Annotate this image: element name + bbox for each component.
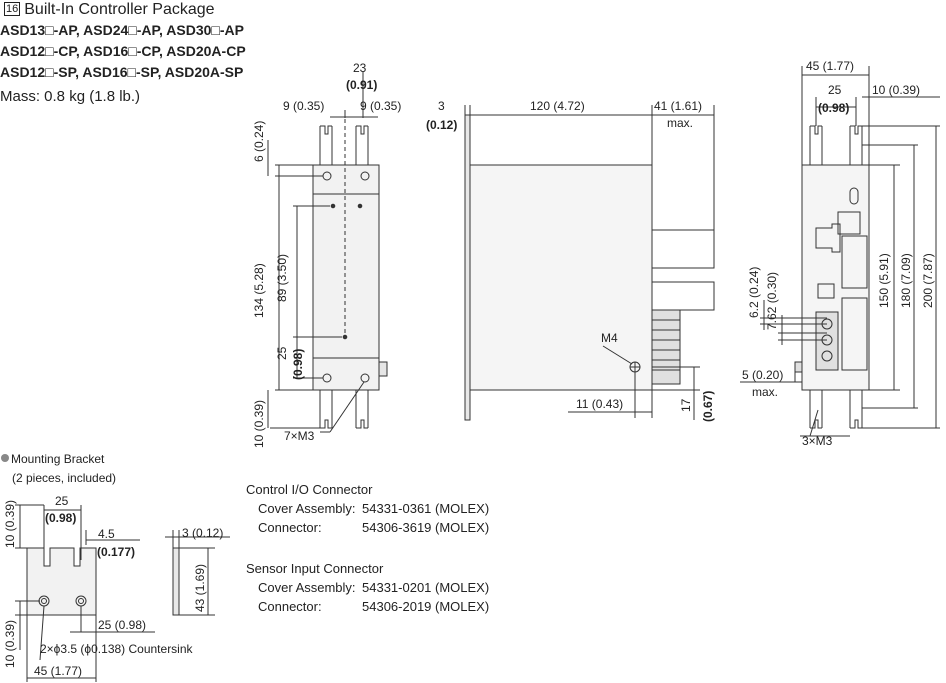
control-connector-title: Control I/O Connector [246,482,373,497]
side-view [464,105,715,421]
bracket-holes: 2×ϕ3.5 (ϕ0.138) Countersink [40,642,194,656]
side-dim-41: 41 (1.61) [654,99,702,113]
bracket-caption: Mounting Bracket [11,452,105,466]
sensor-connector-value: 54306-2019 (MOLEX) [362,599,490,614]
side-ground-m4: M4 [601,331,618,345]
bracket-dim-10-bot: 10 (0.39) [3,620,17,668]
side-dim-17-in: (0.67) [701,391,715,422]
front-view [267,72,388,433]
sensor-cover-label: Cover Assembly: [258,580,356,595]
right-dim-25-in: (0.98) [818,101,849,115]
bracket-dim-25-in: (0.98) [45,511,76,525]
bracket-dim-25: 25 [55,494,69,508]
right-dim-150: 150 (5.91) [877,253,891,308]
right-dim-45: 45 (1.77) [806,59,854,73]
front-dim-89: 89 (3.50) [275,254,289,302]
bracket-dim-45w: 45 (1.77) [34,664,82,678]
bracket-dim-4-5-in: (0.177) [97,545,135,559]
front-dim-25: 25 [275,346,289,360]
front-screws: 7×M3 [284,429,315,443]
front-dim-9-left: 9 (0.35) [283,99,324,113]
front-dim-6: 6 (0.24) [252,121,266,162]
mass-text: Mass: 0.8 kg (1.8 lb.) [0,88,141,105]
right-dim-5: 5 (0.20) [742,368,783,382]
front-dim-25-in: (0.98) [291,349,305,380]
bracket-dim-25b: 25 (0.98) [98,618,146,632]
control-cover-value: 54331-0361 (MOLEX) [362,501,490,516]
front-dim-23-in: (0.91) [346,78,377,92]
model-line-ap: ASD13□-AP, ASD24□-AP, ASD30□-AP [0,22,245,38]
side-dim-3: 3 [438,99,445,113]
model-line-sp: ASD12□-SP, ASD16□-SP, ASD20A-SP [0,64,244,80]
bracket-view [15,504,230,682]
sensor-connector-label: Connector: [258,599,322,614]
side-dim-120: 120 (4.72) [530,99,585,113]
model-line-cp: ASD12□-CP, ASD16□-CP, ASD20A-CP [0,43,246,59]
bracket-dim-43: 43 (1.69) [193,564,207,612]
side-max: max. [667,116,693,130]
side-dim-17: 17 [679,398,693,412]
control-connector-label: Connector: [258,520,322,535]
bracket-dim-10-top: 10 (0.39) [3,500,17,548]
right-dim-25: 25 [828,83,842,97]
bracket-caption-2: (2 pieces, included) [12,471,116,485]
right-dim-7-62: 7.62 (0.30) [765,272,779,330]
front-dim-9-right: 9 (0.35) [360,99,401,113]
right-dim-200: 200 (7.87) [921,253,935,308]
right-screws: 3×M3 [802,434,833,448]
right-view [740,66,940,437]
front-dim-23: 23 [353,61,367,75]
control-cover-label: Cover Assembly: [258,501,356,516]
title-text: Built-In Controller Package [24,1,215,18]
front-dim-10: 10 (0.39) [252,400,266,448]
front-dim-134: 134 (5.28) [252,263,266,318]
right-dim-10: 10 (0.39) [872,83,920,97]
side-dim-3-in: (0.12) [426,118,457,132]
control-connector-value: 54306-3619 (MOLEX) [362,520,490,535]
right-dim-180: 180 (7.09) [899,253,913,308]
right-dim-6-2: 6.2 (0.24) [747,267,761,318]
figure-index: 16 [4,2,21,16]
side-dim-11: 11 (0.43) [576,397,623,411]
bullet-icon [1,454,9,462]
bracket-dim-4-5: 4.5 [98,527,115,541]
sensor-connector-title: Sensor Input Connector [246,561,384,576]
bracket-dim-3: 3 (0.12) [182,526,223,540]
sensor-cover-value: 54331-0201 (MOLEX) [362,580,490,595]
right-max: max. [752,385,778,399]
